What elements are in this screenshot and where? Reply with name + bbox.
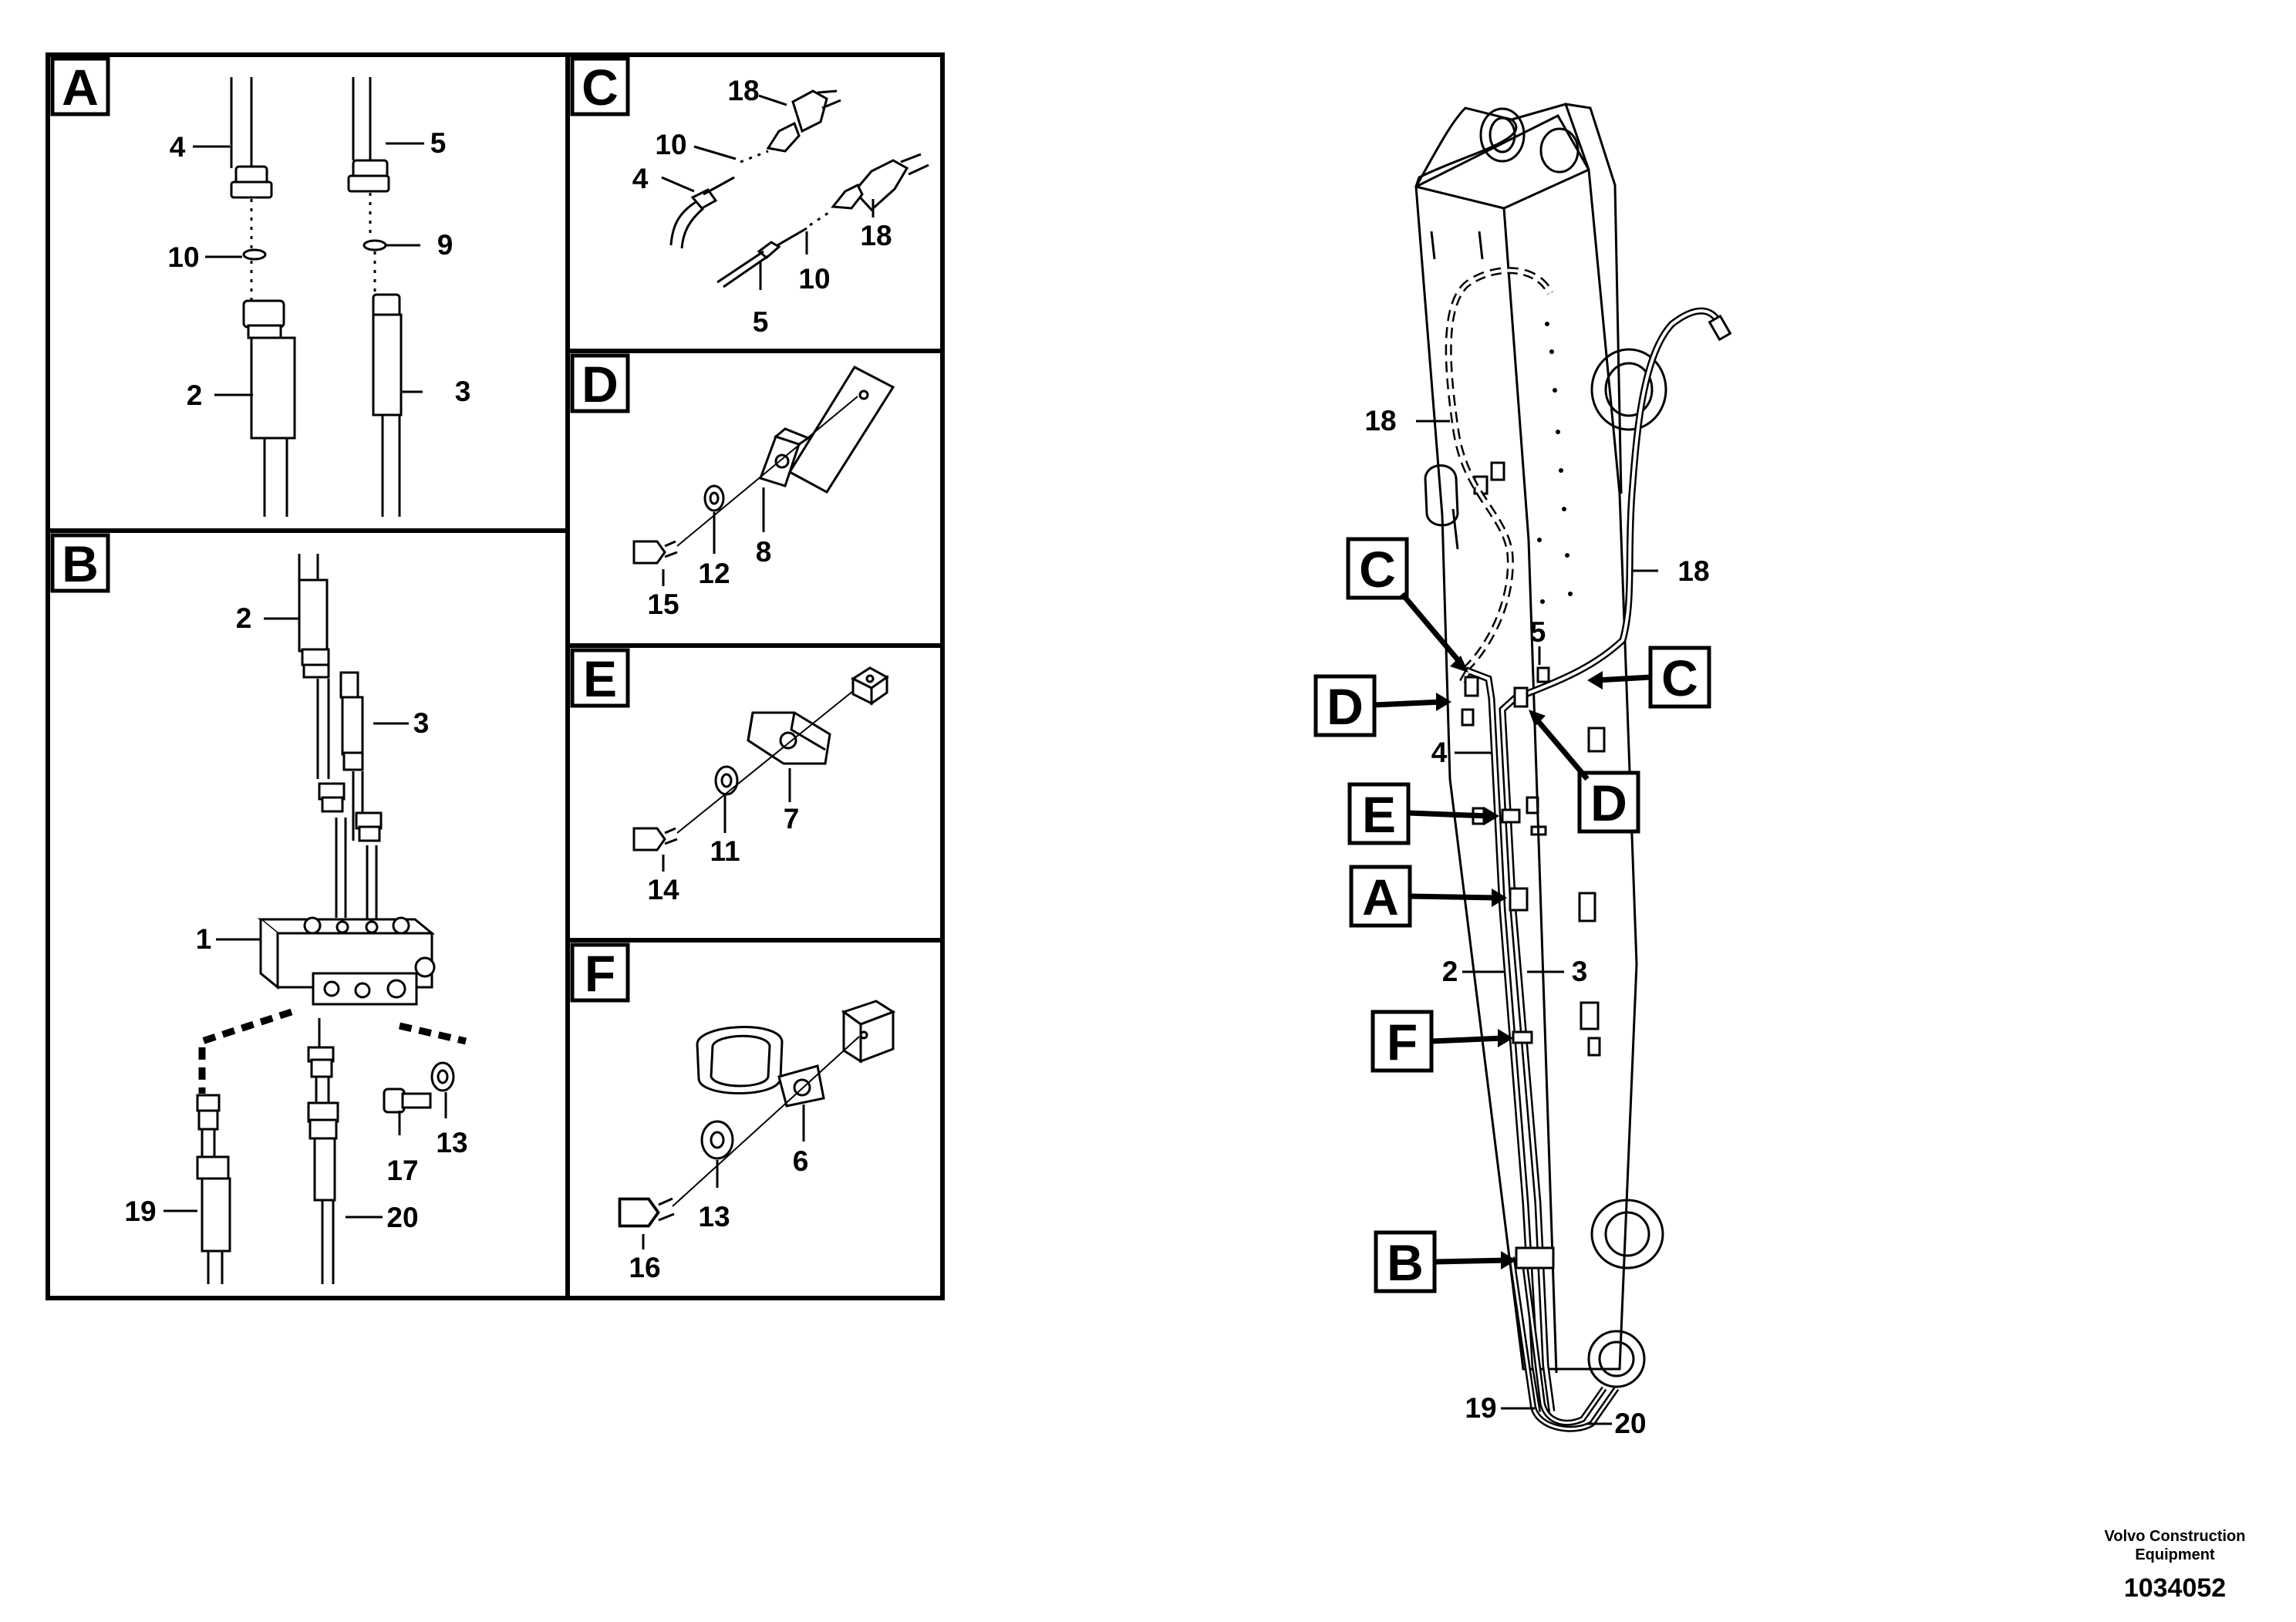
- callout-d-8: 8: [756, 536, 772, 568]
- callout-overview-18-left: 18: [1364, 405, 1396, 437]
- callout-f-6: 6: [793, 1145, 809, 1177]
- callout-f-13: 13: [698, 1201, 730, 1233]
- tag-c-right: C: [1661, 649, 1698, 706]
- callout-overview-3: 3: [1572, 956, 1588, 987]
- callout-overview-4: 4: [1431, 737, 1448, 768]
- callout-b-20: 20: [386, 1202, 418, 1233]
- callout-e-11: 11: [710, 835, 740, 867]
- callout-overview-5: 5: [1530, 616, 1546, 648]
- callout-b-17: 17: [386, 1155, 418, 1186]
- manufacturer-line-2: Equipment: [2135, 1546, 2215, 1563]
- callout-c-10a: 10: [655, 129, 686, 160]
- callout-overview-19: 19: [1465, 1392, 1496, 1424]
- panel-e-letter: E: [583, 650, 617, 707]
- panel-d-letter: D: [582, 356, 619, 413]
- panel-a-frame: [46, 52, 570, 533]
- panel-f-frame: [565, 938, 945, 1300]
- panel-d-callouts: 12 8 15: [647, 536, 771, 620]
- panel-f-callouts: 6 13 16: [629, 1145, 808, 1283]
- callout-d-12: 12: [698, 558, 730, 589]
- callout-f-16: 16: [629, 1252, 660, 1283]
- panel-c-drawing: [661, 89, 929, 290]
- tag-b: B: [1387, 1234, 1424, 1291]
- callout-a-5: 5: [430, 127, 447, 159]
- overview-detail-tags: C C D D E A F B: [1313, 537, 1711, 1293]
- callout-e-14: 14: [647, 874, 679, 905]
- tag-f: F: [1387, 1013, 1418, 1071]
- callout-overview-2: 2: [1442, 956, 1458, 987]
- panel-b-drawing: [164, 554, 467, 1284]
- callout-b-13: 13: [436, 1127, 467, 1158]
- panel-a-callouts: 4 5 10 9 2 3: [167, 127, 470, 411]
- callout-overview-20: 20: [1614, 1408, 1646, 1439]
- callout-a-3: 3: [455, 376, 471, 407]
- callout-c-18a: 18: [727, 75, 759, 106]
- tag-e: E: [1362, 786, 1396, 843]
- callout-a-4: 4: [170, 131, 186, 163]
- panel-a-drawing: [193, 77, 424, 517]
- overview-callouts: 18 18 5 4 2 3 19 20: [1364, 405, 1709, 1439]
- callout-d-15: 15: [647, 588, 679, 620]
- panel-b-callouts: 2 3 1 17 13 19 20: [124, 602, 467, 1233]
- panel-c-letter: C: [582, 59, 619, 116]
- callout-a-10: 10: [167, 241, 199, 273]
- panel-f-drawing: [618, 1000, 896, 1249]
- panel-f-letter: F: [585, 945, 615, 1002]
- callout-b-3: 3: [413, 707, 430, 739]
- callout-b-2: 2: [236, 602, 252, 634]
- callout-b-1: 1: [196, 923, 212, 955]
- panel-c-callouts: 18 10 4 18 10 5: [632, 75, 892, 338]
- manufacturer-line-1: Volvo Construction: [2104, 1528, 2246, 1545]
- callout-overview-18-right: 18: [1677, 555, 1709, 587]
- panel-letters: A B C D E F: [50, 56, 630, 1003]
- boom-overview: [1414, 103, 1732, 1432]
- panel-e-callouts: 7 11 14: [647, 803, 799, 905]
- panel-e-drawing: [632, 666, 889, 872]
- callout-b-19: 19: [124, 1195, 156, 1227]
- panel-b-letter: B: [62, 535, 99, 592]
- callout-a-9: 9: [437, 229, 453, 261]
- manufacturer-label: Volvo Construction Equipment: [2082, 1527, 2267, 1564]
- callout-c-18b: 18: [860, 220, 892, 251]
- tag-a: A: [1362, 868, 1399, 926]
- callout-c-4: 4: [632, 163, 649, 194]
- tag-d-left: D: [1327, 678, 1364, 735]
- detail-panels: [46, 52, 945, 1300]
- panel-d-drawing: [632, 366, 895, 586]
- drawing-number: 1034052: [2123, 1573, 2227, 1603]
- callout-a-2: 2: [187, 379, 203, 411]
- callout-c-5: 5: [753, 306, 769, 338]
- callout-c-10b: 10: [798, 263, 830, 295]
- callout-e-7: 7: [784, 803, 800, 835]
- tag-d-right: D: [1590, 774, 1627, 831]
- panel-a-letter: A: [62, 59, 99, 116]
- tag-c-left: C: [1359, 541, 1396, 598]
